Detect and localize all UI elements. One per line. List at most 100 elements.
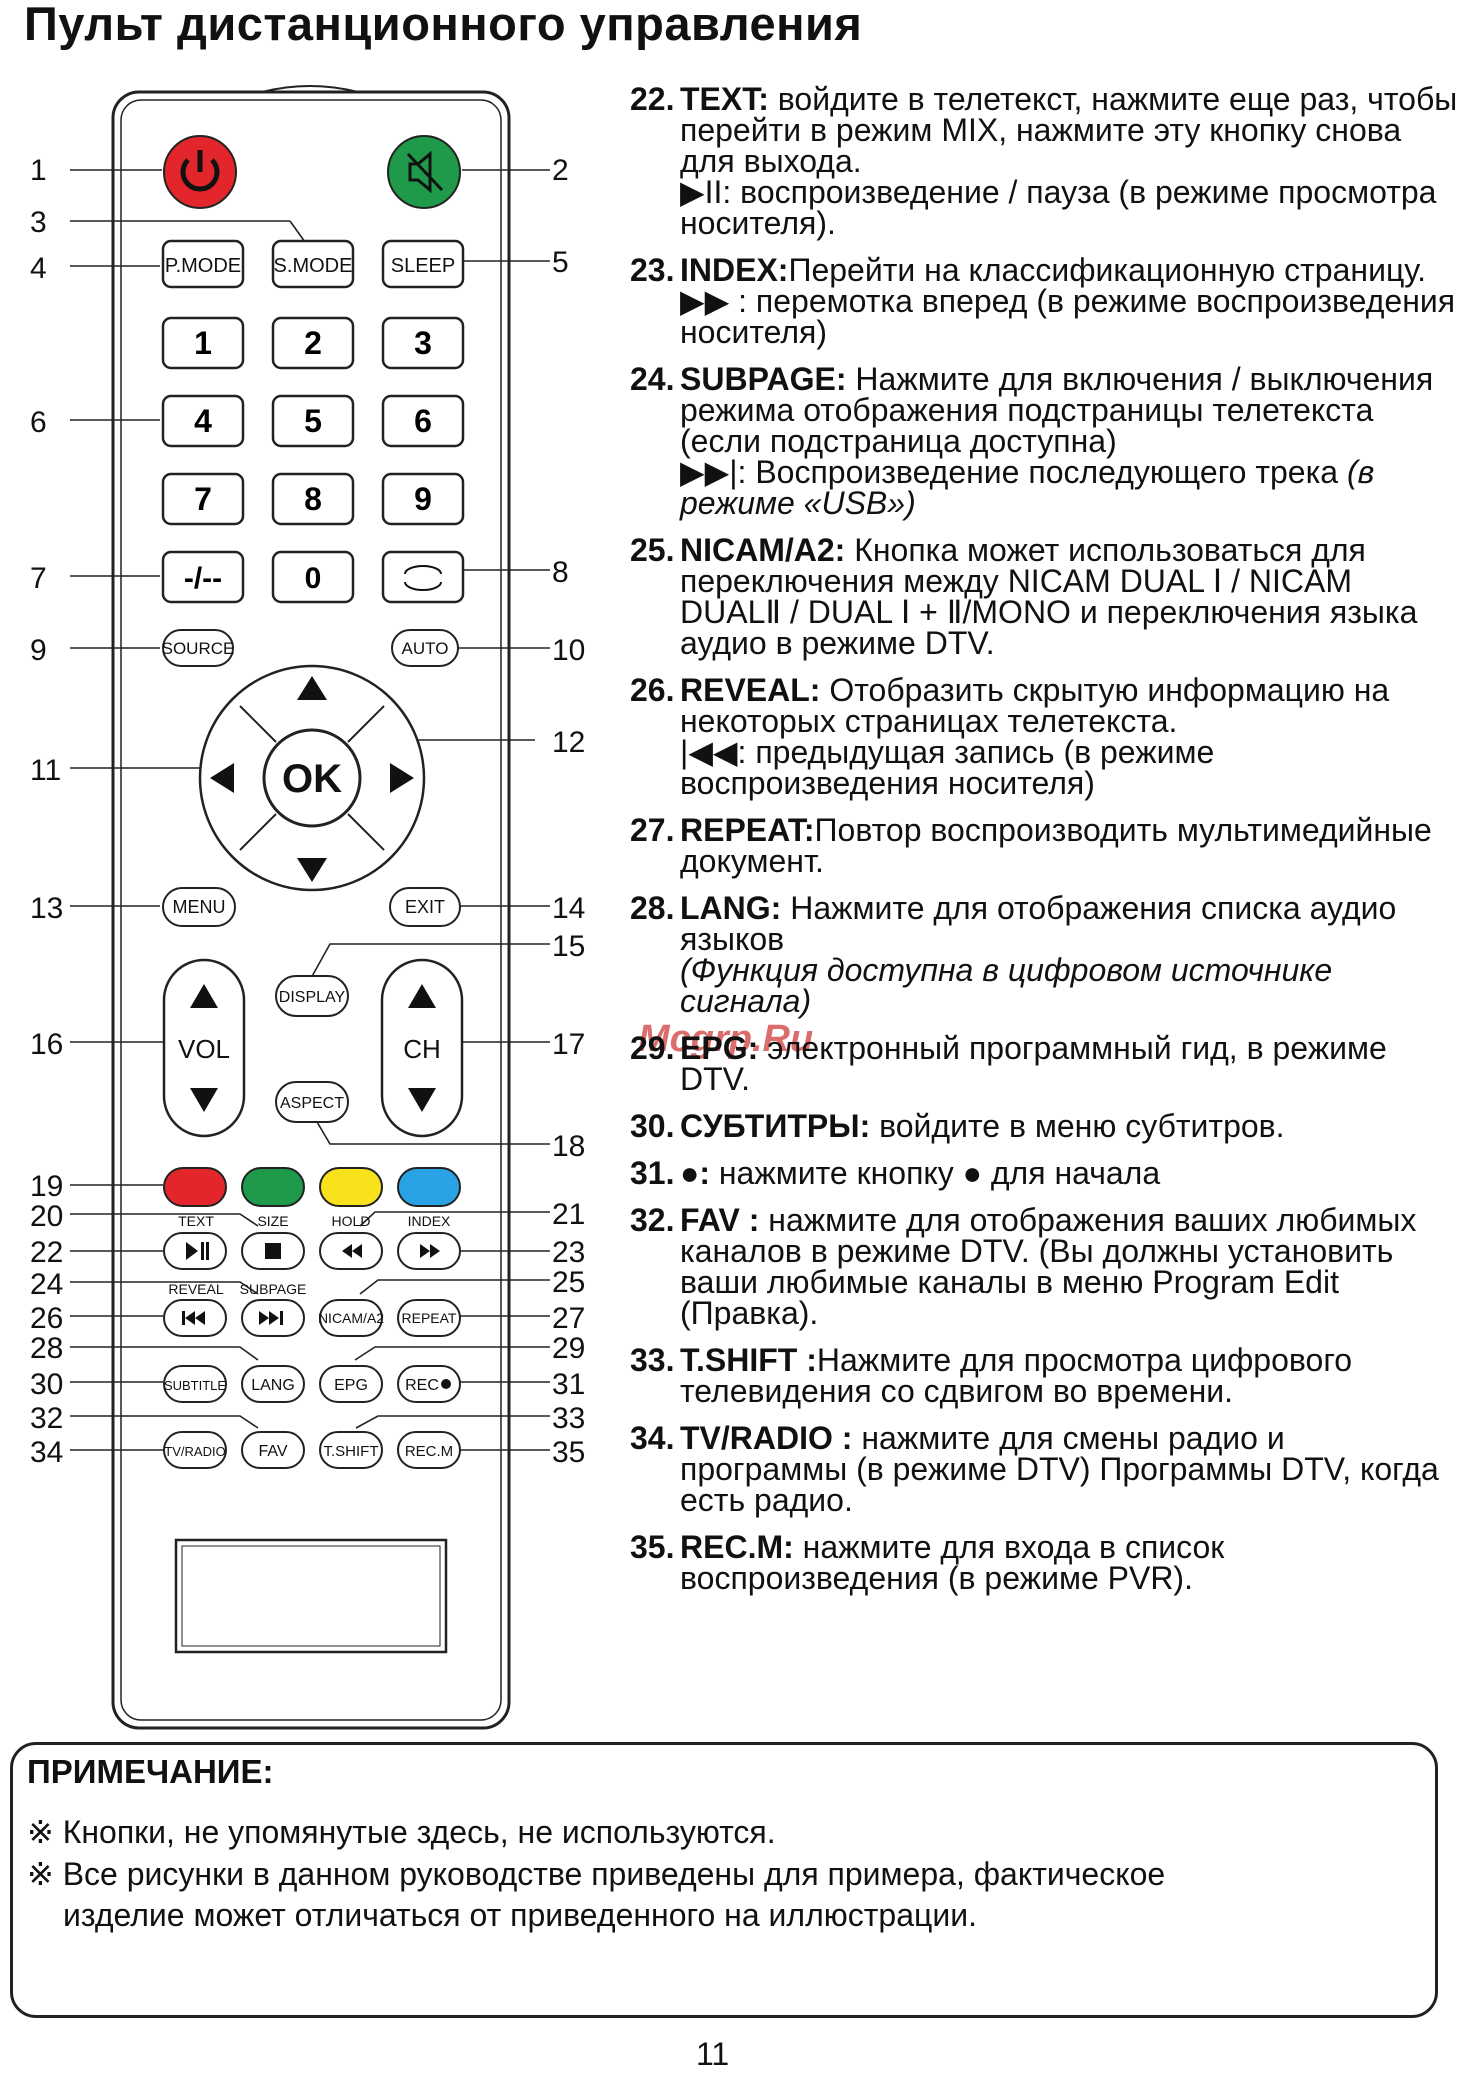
ir-window xyxy=(174,1538,448,1654)
fast-forward-icon xyxy=(420,1244,430,1258)
up-arrow-icon xyxy=(297,676,327,700)
item-text: нажмите для входа в список воспроизведен… xyxy=(680,1529,1225,1596)
item-number: 23. xyxy=(630,252,675,288)
vol-down-icon xyxy=(190,1088,218,1112)
callout-2: 2 xyxy=(552,154,569,187)
callout-27: 27 xyxy=(552,1302,585,1335)
item-number: 27. xyxy=(630,812,675,848)
previous-icon xyxy=(182,1311,185,1325)
item-text: Перейти на классификационную страницу. xyxy=(788,252,1426,288)
callout-8: 8 xyxy=(552,556,569,589)
item-key: TV/RADIO : xyxy=(680,1420,853,1456)
digit-button-4: 4 xyxy=(194,403,212,439)
item-text: Кнопка может использоваться для переключ… xyxy=(680,532,1418,661)
power-button xyxy=(163,135,237,209)
item-number: 33. xyxy=(630,1342,675,1378)
power-icon xyxy=(180,158,220,192)
item-text: Нажмите для включения / выключения режим… xyxy=(680,361,1434,459)
callout-12: 12 xyxy=(552,726,585,759)
callout-28: 28 xyxy=(30,1332,63,1365)
item-text: Нажмите для просмотра цифрового телевиде… xyxy=(680,1342,1353,1409)
digit-button-1: 1 xyxy=(194,325,212,361)
callout-14: 14 xyxy=(552,892,585,925)
item-subtext-italic: (Функция доступна в цифровом источнике с… xyxy=(680,952,1333,1019)
callout-21: 21 xyxy=(552,1198,585,1231)
item-key: REPEAT: xyxy=(680,812,815,848)
recm-button: REC.M xyxy=(405,1443,453,1460)
item-key: TEXT: xyxy=(680,81,769,117)
callout-24: 24 xyxy=(30,1268,63,1301)
item-text: войдите в телетекст, нажмите еще раз, чт… xyxy=(680,81,1458,179)
svg-text:SUBPAGE: SUBPAGE xyxy=(240,1281,307,1297)
blue-button xyxy=(397,1167,461,1207)
description-item: 35.REC.M: нажмите для входа в список вос… xyxy=(630,1529,1460,1596)
item-key: ●: xyxy=(680,1155,710,1191)
item-number: 26. xyxy=(630,672,675,708)
description-item: 33.T.SHIFT :Нажмите для просмотра цифров… xyxy=(630,1342,1460,1409)
callout-18: 18 xyxy=(552,1130,585,1163)
ch-up-icon xyxy=(408,984,436,1008)
callout-15: 15 xyxy=(552,930,585,963)
digit-button-8: 8 xyxy=(304,481,322,517)
exit-button: EXIT xyxy=(405,897,445,917)
nicam-button: NICAM/A2 xyxy=(318,1310,384,1326)
page-title: Пульт дистанционного управления xyxy=(24,0,863,50)
description-item: 27.REPEAT:Повтор воспроизводить мультиме… xyxy=(630,812,1460,879)
callout-20: 20 xyxy=(30,1200,63,1233)
callout-29: 29 xyxy=(552,1332,585,1365)
item-text: электронный программный гид, в режиме DT… xyxy=(680,1030,1387,1097)
callout-6: 6 xyxy=(30,406,47,439)
repeat-button: REPEAT xyxy=(402,1310,457,1326)
stop-icon xyxy=(265,1243,281,1259)
vol-up-icon xyxy=(190,984,218,1008)
digit-button-9: 9 xyxy=(414,481,432,517)
callout-10: 10 xyxy=(552,634,585,667)
digit-button-3: 3 xyxy=(414,325,432,361)
record-dot-icon xyxy=(441,1379,451,1389)
callout-23: 23 xyxy=(552,1236,585,1269)
page-number: 11 xyxy=(696,2036,730,2072)
digit-button-2: 2 xyxy=(304,325,322,361)
callout-35: 35 xyxy=(552,1436,585,1469)
callout-17: 17 xyxy=(552,1028,585,1061)
description-item: 22.TEXT: войдите в телетекст, нажмите ещ… xyxy=(630,81,1460,239)
smode-button: S.MODE xyxy=(274,255,353,277)
callout-26: 26 xyxy=(30,1302,63,1335)
digit-button-6: 6 xyxy=(414,403,432,439)
svg-text:CH: CH xyxy=(403,1034,441,1064)
callout-13: 13 xyxy=(30,892,63,925)
pmode-button: P.MODE xyxy=(165,255,241,277)
red-button xyxy=(163,1167,227,1207)
display-button: DISPLAY xyxy=(279,989,346,1006)
description-list: 22.TEXT: войдите в телетекст, нажмите ещ… xyxy=(630,81,1460,1610)
item-number: 22. xyxy=(630,81,675,117)
zero-button: 0 xyxy=(305,562,322,595)
tshift-button: T.SHIFT xyxy=(324,1443,379,1460)
item-key: T.SHIFT : xyxy=(680,1342,817,1378)
note-title: ПРИМЕЧАНИЕ: xyxy=(27,1753,274,1790)
item-text: Нажмите для отображения списка аудио язы… xyxy=(680,890,1397,957)
description-item: 30.СУБТИТРЫ: войдите в меню субтитров. xyxy=(630,1108,1460,1144)
next-icon xyxy=(259,1311,269,1325)
callout-9: 9 xyxy=(30,634,47,667)
item-text: нажмите кнопку ● для начала xyxy=(709,1155,1161,1191)
item-key: СУБТИТРЫ: xyxy=(680,1108,871,1144)
description-item: 25.NICAM/A2: Кнопка может использоваться… xyxy=(630,532,1460,661)
callout-19: 19 xyxy=(30,1170,63,1203)
svg-text:INDEX: INDEX xyxy=(408,1213,451,1229)
callout-3: 3 xyxy=(30,206,47,239)
fav-button: FAV xyxy=(258,1443,287,1460)
ch-rocker xyxy=(380,958,464,1138)
aspect-button: ASPECT xyxy=(280,1095,344,1112)
item-text: нажмите для смены радио и программы (в р… xyxy=(680,1420,1439,1518)
note-box: ПРИМЕЧАНИЕ: ※ Кнопки, не упомянутые здес… xyxy=(10,1742,1438,2018)
item-number: 30. xyxy=(630,1108,675,1144)
item-number: 25. xyxy=(630,532,675,568)
description-item: 31.●: нажмите кнопку ● для начала xyxy=(630,1155,1460,1191)
auto-button: AUTO xyxy=(402,639,449,658)
item-subtext-italic: (в режиме «USB») xyxy=(680,454,1375,521)
item-text: Отобразить скрытую информацию на некотор… xyxy=(680,672,1390,739)
item-text: Повтор воспроизводить мультимедийные док… xyxy=(680,812,1432,879)
callout-31: 31 xyxy=(552,1368,585,1401)
yellow-button xyxy=(319,1167,383,1207)
